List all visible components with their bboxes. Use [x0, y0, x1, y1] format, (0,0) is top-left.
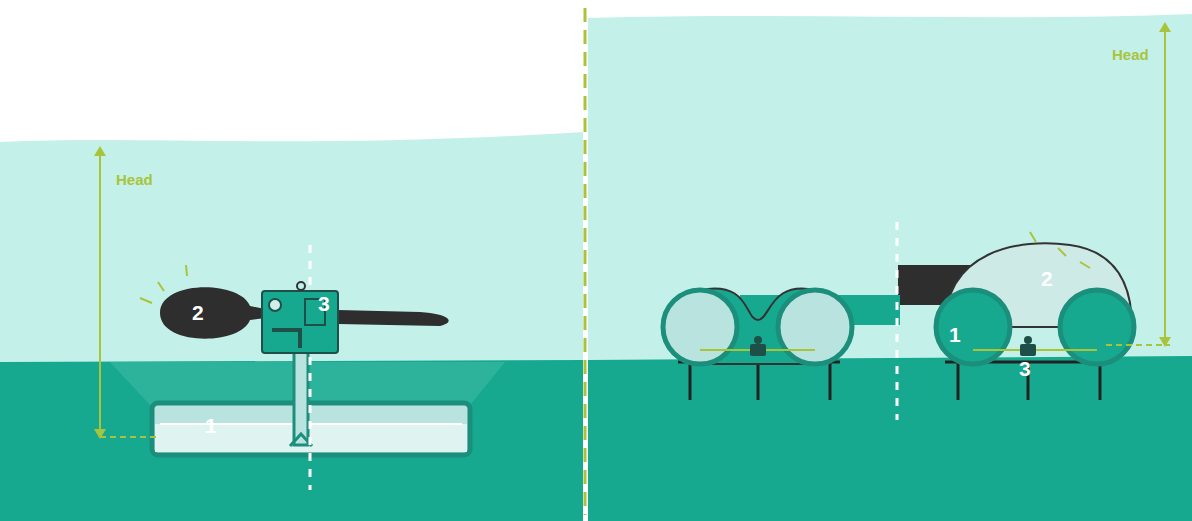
- cylinder: [778, 290, 852, 364]
- head-label: Head: [1112, 47, 1149, 62]
- water: [0, 132, 583, 521]
- cylinder: [936, 290, 1010, 364]
- head-ref: [100, 436, 160, 438]
- pressure-arrows: [1030, 232, 1090, 268]
- gauge: [269, 299, 281, 311]
- head-ref: [1106, 344, 1170, 346]
- callout-number: 3: [318, 293, 330, 314]
- head-arrow: [1159, 22, 1171, 347]
- divider: [584, 8, 587, 515]
- callout-number: 2: [1041, 268, 1053, 289]
- callout-number: 3: [1019, 358, 1031, 379]
- cylinder: [1060, 290, 1134, 364]
- hook: [297, 282, 305, 290]
- cylinder: [663, 290, 737, 364]
- blade: [338, 310, 449, 326]
- axis: [896, 222, 899, 420]
- water: [588, 14, 1192, 521]
- axis: [309, 245, 312, 490]
- head-arrow: [94, 146, 106, 439]
- valve: [750, 336, 1036, 356]
- seabed: [0, 360, 583, 521]
- head-label: Head: [116, 172, 153, 187]
- callout-number: 1: [949, 324, 961, 345]
- callout-number: 2: [192, 302, 204, 323]
- pipe: [294, 345, 308, 445]
- pressure-arrows: [140, 265, 187, 303]
- seabed: [588, 356, 1192, 521]
- frame: [678, 362, 1112, 400]
- callout-number: 1: [205, 415, 217, 436]
- inner-pipe: [272, 330, 300, 348]
- balloon: [160, 287, 265, 338]
- generator-box: [262, 291, 338, 353]
